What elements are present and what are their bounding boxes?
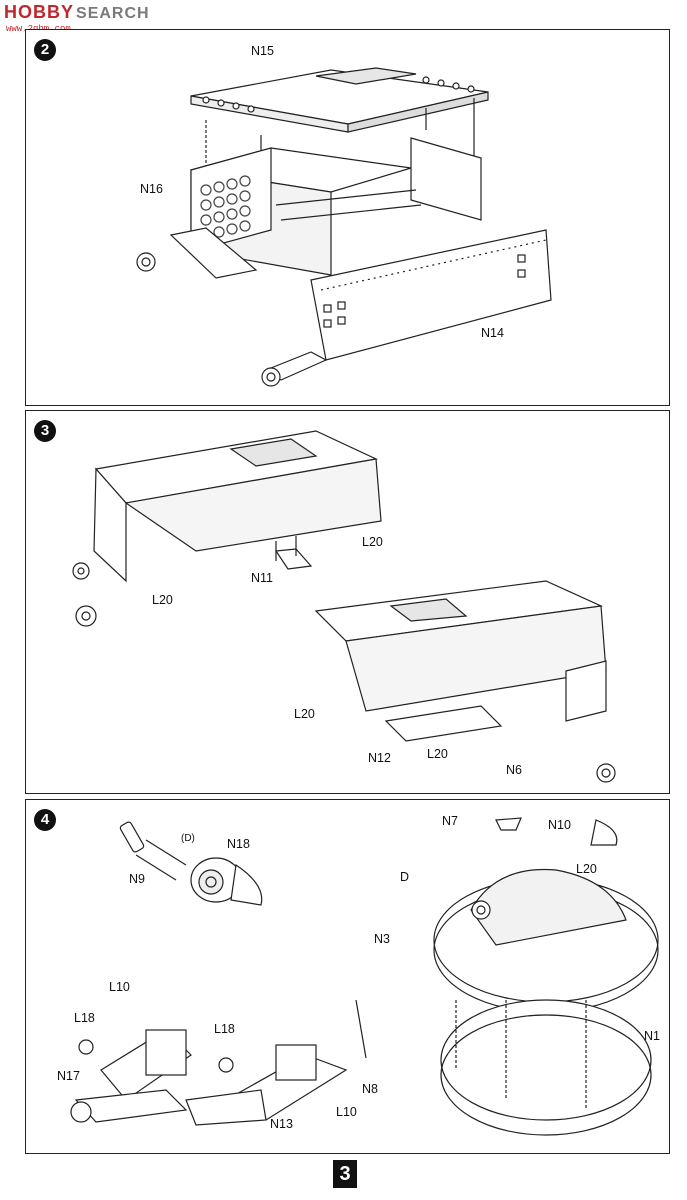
label-d: (D) <box>181 833 195 844</box>
hull-assembly-drawing <box>136 67 552 387</box>
label-d: D <box>400 870 410 884</box>
label-l20: L20 <box>294 707 315 721</box>
label-l18: L18 <box>74 1011 95 1025</box>
label-n18: N18 <box>227 837 250 851</box>
label-n12: N12 <box>368 751 391 765</box>
label-n17: N17 <box>57 1069 80 1083</box>
step-3-panel: 3 L20 N11 L20 L20 N12 L20 N6 <box>25 410 670 794</box>
label-n8: N8 <box>362 1082 378 1096</box>
label-n15: N15 <box>251 44 274 58</box>
label-l20: L20 <box>152 593 173 607</box>
label-n16: N16 <box>140 182 163 196</box>
label-l18: L18 <box>214 1022 235 1036</box>
page-number: 3 <box>333 1160 357 1188</box>
label-n10: N10 <box>548 818 571 832</box>
label-l20: L20 <box>427 747 448 761</box>
label-n9: N9 <box>129 872 145 886</box>
label-n1: N1 <box>644 1029 660 1043</box>
step-2-panel: 2 N15 N16 N14 <box>25 29 670 406</box>
step-number-badge: 2 <box>34 39 56 61</box>
label-l10: L10 <box>109 980 130 994</box>
label-n11: N11 <box>251 571 274 585</box>
label-l10: L10 <box>336 1105 357 1119</box>
label-l20: L20 <box>362 535 383 549</box>
label-n6: N6 <box>506 763 522 777</box>
step-number-badge: 3 <box>34 420 56 442</box>
step-number-badge: 4 <box>34 809 56 831</box>
label-n14: N14 <box>481 326 504 340</box>
hull-underside-drawing <box>72 430 616 783</box>
step-4-panel: 4 (D) N18 N9 N7 N10 L20 D N3 N1 L10 L18 <box>25 799 670 1154</box>
label-n3: N3 <box>374 932 390 946</box>
label-n13: N13 <box>270 1117 293 1131</box>
turret-and-details-drawing <box>70 817 659 1136</box>
label-l20: L20 <box>576 862 597 876</box>
label-n7: N7 <box>442 814 458 828</box>
